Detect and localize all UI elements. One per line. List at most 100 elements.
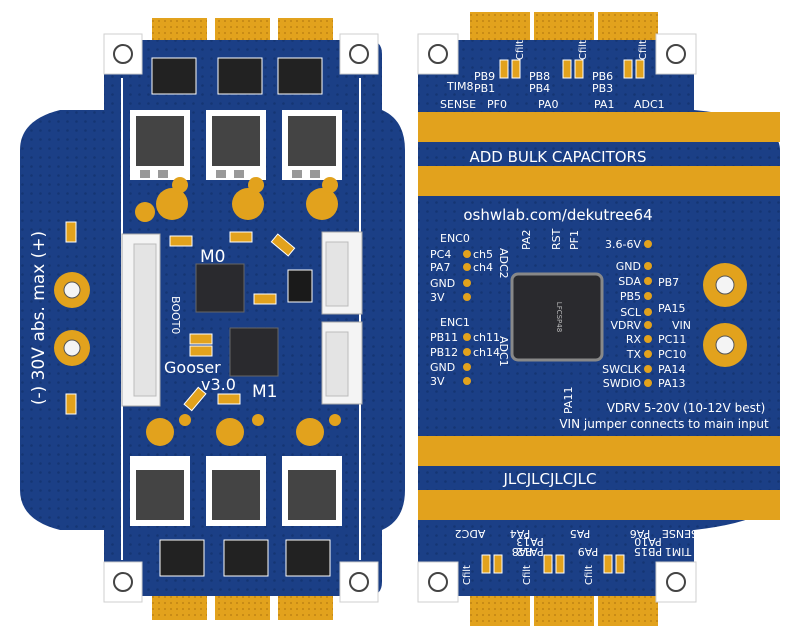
front-motor0-label: M0 (200, 247, 225, 267)
pin-pad (463, 293, 471, 301)
back-mcu-marking: LFCSP48 (555, 302, 563, 332)
pin-pad (644, 308, 652, 316)
pin-pad (463, 279, 471, 287)
pin-pad (644, 277, 652, 285)
silkscreen-label: Cfilt (462, 565, 473, 585)
silkscreen-label: PB11 (430, 331, 458, 344)
silkscreen-label: GND (430, 361, 455, 374)
silkscreen-label: ch4 (473, 261, 493, 274)
back-gold-bar-2 (418, 166, 780, 196)
silkscreen-label: TIM8 (446, 80, 473, 93)
silkscreen-label: PA15 (658, 302, 685, 315)
silkscreen-label: PA5 (570, 527, 590, 540)
silkscreen-label: Cfilt (584, 565, 595, 585)
back-board: LFCSP48 ADD BULK CAPACITORS oshwlab.com/… (417, 12, 780, 626)
cfilt-cap (543, 554, 553, 574)
front-driver-ic-m0 (195, 263, 245, 313)
cfilt-cap (481, 554, 491, 574)
silkscreen-label: PA0 (538, 98, 558, 111)
silkscreen-label: PB7 (658, 276, 679, 289)
back-vdrv-note: VDRV 5-20V (10-12V best) (607, 401, 766, 415)
front-boot0-label: BOOT0 (169, 296, 182, 334)
silkscreen-label: Cfilt (522, 565, 533, 585)
front-mosfet-top-3 (282, 110, 342, 180)
silkscreen-label: TX (626, 348, 642, 361)
front-connector-right-bottom (321, 321, 363, 405)
silkscreen-label: VDRV (610, 319, 641, 332)
front-power-label: (-) 30V abs. max (+) (29, 231, 49, 405)
front-mosfet-bottom-3 (282, 456, 342, 526)
pin-pad (463, 333, 471, 341)
front-cap-pad (306, 188, 338, 220)
silkscreen-label: PA6 (630, 527, 650, 540)
silkscreen-label: ADC2 (455, 527, 486, 540)
front-cap-pad (232, 188, 264, 220)
pin-pad (463, 263, 471, 271)
silkscreen-label: ch5 (473, 248, 493, 261)
back-gold-bar-3 (418, 436, 780, 466)
silkscreen-label: PF0 (487, 98, 507, 111)
silkscreen-label: SENSE (440, 98, 476, 111)
silkscreen-label: VIN (672, 319, 691, 332)
front-mosfet-top-1 (130, 110, 190, 180)
front-driver-ic-m1 (229, 327, 279, 377)
silkscreen-label: PC10 (658, 348, 686, 361)
silkscreen-label: PB4 (529, 82, 550, 95)
front-gate-chip-1 (151, 57, 197, 95)
silkscreen-label: SWDIO (603, 377, 642, 390)
silkscreen-label: RX (626, 333, 642, 346)
silkscreen-label: ch11 (473, 331, 500, 344)
back-pf1: PF1 (568, 230, 581, 250)
front-board-name: Gooser (164, 358, 221, 377)
silkscreen-label: PC4 (430, 248, 451, 261)
cfilt-cap (623, 59, 633, 79)
silkscreen-label: PB6 (592, 70, 613, 83)
front-gate-chip-5 (223, 539, 269, 577)
pin-pad (644, 262, 652, 270)
silkscreen-label: Cfilt (638, 40, 649, 60)
cfilt-cap (635, 59, 645, 79)
silkscreen-label: PB5 (620, 290, 641, 303)
cfilt-cap (615, 554, 625, 574)
front-mount-hole-tl (103, 33, 143, 75)
pin-pad (463, 348, 471, 356)
pin-pad (644, 365, 652, 373)
pin-pad (644, 292, 652, 300)
front-gate-chip-4 (159, 539, 205, 577)
cfilt-cap (493, 554, 503, 574)
front-version: v3.0 (201, 375, 236, 394)
front-gate-chip-6 (285, 539, 331, 577)
silkscreen-label: PA10 (634, 535, 661, 548)
silkscreen-label: PB8 (529, 70, 550, 83)
back-vin-note: VIN jumper connects to main input (559, 417, 769, 431)
front-connector-right-top (321, 231, 363, 315)
back-rst: RST (550, 228, 563, 250)
back-pa11: PA11 (562, 387, 575, 414)
silkscreen-label: PC11 (658, 333, 686, 346)
silkscreen-label: PB3 (592, 82, 613, 95)
back-adc1-mid: ADC1 (497, 336, 510, 367)
pin-pad (644, 240, 652, 248)
silkscreen-label: TIM1 (665, 545, 692, 558)
silkscreen-label: SWCLK (602, 363, 642, 376)
cfilt-cap (603, 554, 613, 574)
silkscreen-label: 3.6-6V (605, 238, 641, 251)
pin-pad (644, 335, 652, 343)
back-bulk-caps: ADD BULK CAPACITORS (470, 148, 647, 166)
cfilt-cap (574, 59, 584, 79)
front-mount-hole-br (339, 561, 379, 603)
silkscreen-label: ENC0 (440, 232, 470, 245)
front-connector-left (121, 233, 161, 407)
cfilt-cap (511, 59, 521, 79)
silkscreen-label: PA7 (430, 261, 450, 274)
silkscreen-label: PA8 (512, 545, 532, 558)
back-url: oshwlab.com/dekutree64 (463, 206, 652, 224)
front-board: (-) 30V abs. max (+) M0 M1 BOOT0 Gooser … (20, 18, 405, 620)
front-gate-chip-3 (277, 57, 323, 95)
silkscreen-label: PA13 (658, 377, 685, 390)
silkscreen-label: 3V (430, 375, 445, 388)
front-gate-chip-2 (217, 57, 263, 95)
silkscreen-label: PB15 (634, 545, 662, 558)
silkscreen-label: ADC1 (634, 98, 665, 111)
